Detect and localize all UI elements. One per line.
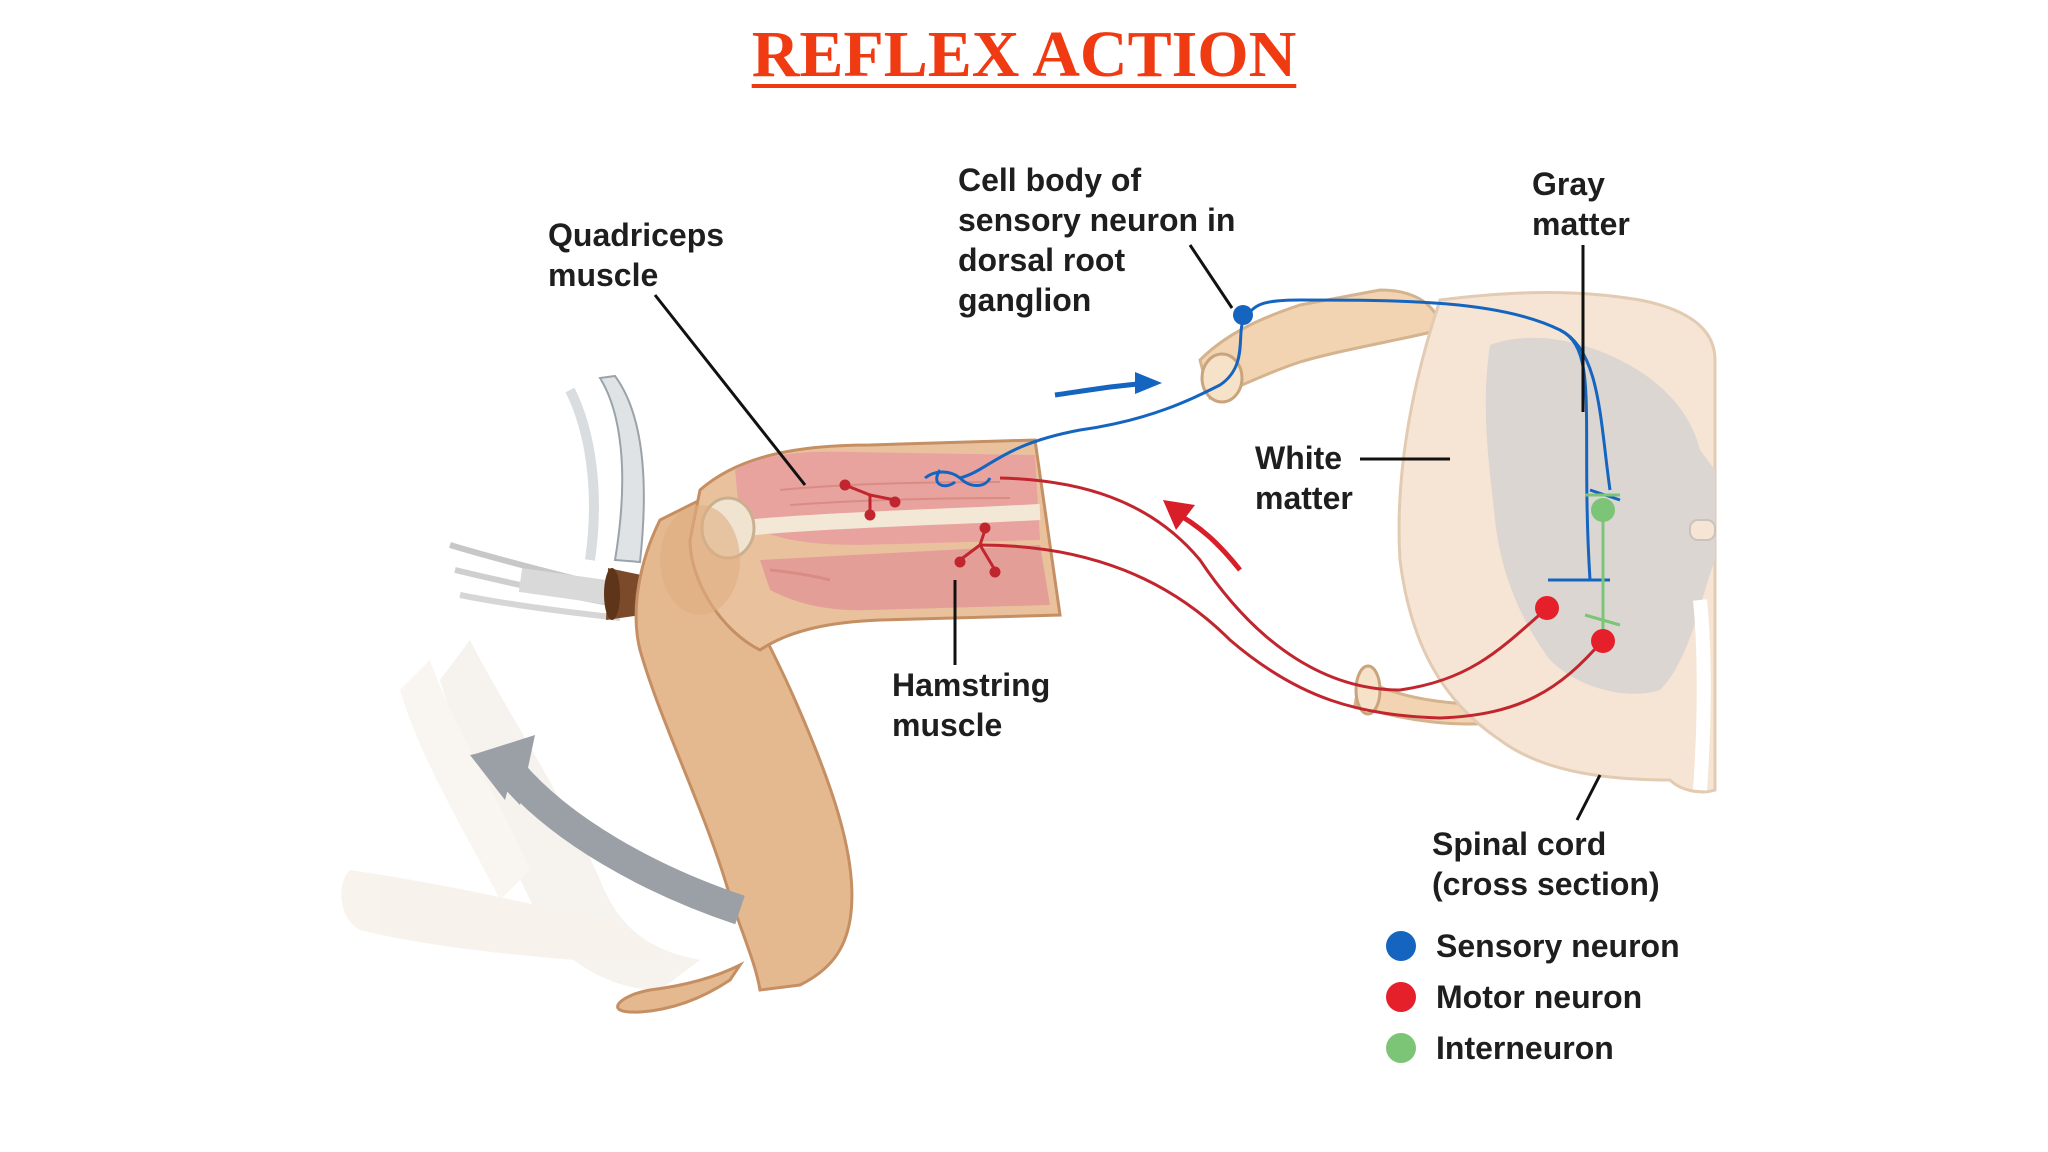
leader-lines bbox=[653, 244, 1602, 821]
hamstring-label: Hamstring muscle bbox=[892, 667, 1051, 743]
spinal-cord-label: Spinal cord (cross section) bbox=[1432, 826, 1660, 902]
cell-body-label: Cell body of sensory neuron in dorsal ro… bbox=[958, 162, 1236, 318]
legend-label: Sensory neuron bbox=[1436, 927, 1680, 964]
motor-neuron-path bbox=[979, 476, 1605, 720]
motor-dot-icon bbox=[1386, 982, 1416, 1012]
leg-motion-arrow-icon bbox=[470, 735, 745, 925]
legend-label: Motor neuron bbox=[1436, 978, 1643, 1015]
motor-neuron-cell-body-2 bbox=[1591, 629, 1615, 653]
interneuron-cell-body bbox=[1591, 498, 1615, 522]
sensory-direction-arrow-icon bbox=[1054, 372, 1162, 398]
legend-item-motor: Motor neuron bbox=[1386, 977, 1642, 1017]
white-matter-label: White matter bbox=[1255, 440, 1353, 516]
legend-item-interneuron: Interneuron bbox=[1386, 1028, 1614, 1068]
interneuron-dot-icon bbox=[1386, 1033, 1416, 1063]
sensory-neuron-path bbox=[924, 298, 1621, 582]
gray-matter-label: Gray matter bbox=[1532, 166, 1630, 242]
legend-item-sensory: Sensory neuron bbox=[1386, 926, 1680, 966]
motor-direction-arrow-icon bbox=[1163, 500, 1242, 572]
leg-motion-blur bbox=[341, 640, 700, 990]
page-title: REFLEX ACTION bbox=[751, 18, 1297, 91]
lower-leg bbox=[616, 497, 854, 1014]
knee-cap bbox=[660, 505, 740, 615]
sensory-cell-body bbox=[1233, 305, 1253, 325]
legend-label: Interneuron bbox=[1436, 1029, 1614, 1066]
motor-end-plates bbox=[839, 479, 1001, 578]
interneuron-path bbox=[1584, 493, 1621, 640]
sensory-dot-icon bbox=[1386, 931, 1416, 961]
motor-neuron-cell-body-1 bbox=[1535, 596, 1559, 620]
quadriceps-label: Quadriceps muscle bbox=[548, 217, 725, 293]
